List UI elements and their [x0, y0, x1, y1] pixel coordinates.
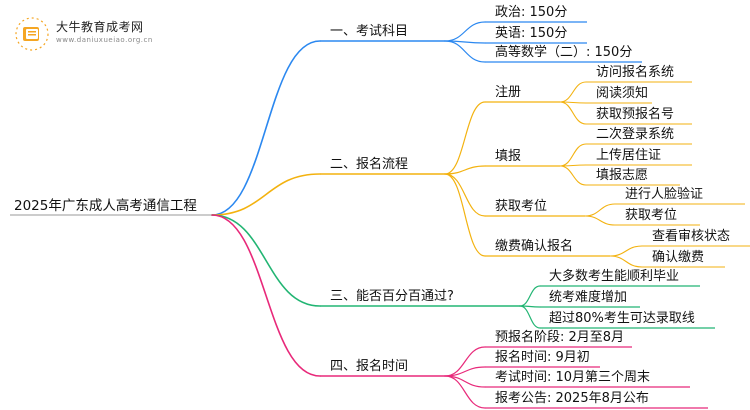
- leaf-announcement: 报考公告: 2025年8月公布: [495, 391, 649, 406]
- branch-pass-rate: 三、能否百分百通过?: [330, 289, 454, 304]
- subtopic-pay-confirm: 缴费确认报名: [495, 239, 574, 254]
- root-to-branch-3: [211, 214, 321, 307]
- logo-url: www.daniuxueiao.org.cn: [56, 36, 153, 44]
- root-topic: 2025年广东成人高考通信工程: [14, 198, 197, 214]
- leaf-math: 高等数学（二）: 150分: [495, 45, 633, 60]
- site-logo: 大牛教育成考网 www.daniuxueiao.org.cn: [14, 14, 204, 54]
- branch-registration-time: 四、报名时间: [330, 359, 409, 374]
- branch-2-to-sub-3: [444, 173, 486, 217]
- sub-4-to-leaf-1: [609, 245, 643, 257]
- sub-1-to-leaf-1: [559, 81, 587, 103]
- leaf-reg-time: 报名时间: 9月初: [495, 350, 590, 365]
- leaf-over-80-percent: 超过80%考生可达录取线: [549, 311, 695, 326]
- branch-registration-process: 二、报名流程: [330, 157, 409, 172]
- sub-3-to-leaf-2: [584, 215, 616, 226]
- branch-1-to-leaf-3: [444, 40, 486, 63]
- logo-name: 大牛教育成考网: [56, 20, 144, 34]
- branch-3-to-leaf-3: [519, 305, 541, 329]
- leaf-exam-harder: 统考难度增加: [549, 290, 628, 305]
- leaf-get-seat: 获取考位: [625, 208, 678, 223]
- leaf-fill-preferences: 填报志愿: [596, 168, 649, 183]
- sub-3-to-leaf-1: [584, 203, 616, 217]
- leaf-prereg-stage: 预报名阶段: 2月至8月: [495, 330, 625, 345]
- branch-1-to-leaf-1: [444, 21, 486, 42]
- branch-exam-subjects: 一、考试科目: [330, 24, 409, 39]
- subtopic-fill-in: 填报: [495, 149, 522, 164]
- subtopic-get-seat: 获取考位: [495, 199, 548, 214]
- branch-2-to-sub-4: [444, 173, 486, 257]
- leaf-visit-system: 访问报名系统: [596, 65, 675, 80]
- sub-2-to-leaf-1: [559, 143, 587, 167]
- sub-4-to-leaf-2: [609, 255, 643, 268]
- leaf-second-login: 二次登录系统: [596, 127, 675, 142]
- book-icon: [15, 17, 49, 51]
- root-to-branch-4: [211, 214, 321, 377]
- leaf-read-notice: 阅读须知: [596, 86, 649, 101]
- leaf-confirm-payment: 确认缴费: [652, 250, 705, 265]
- leaf-upload-residence: 上传居住证: [596, 148, 662, 163]
- root-to-branch-2: [211, 173, 321, 216]
- branch-3-to-leaf-1: [519, 285, 541, 307]
- leaf-politics: 政治: 150分: [495, 5, 568, 20]
- sub-1-to-leaf-3: [559, 101, 587, 125]
- branch-2-to-sub-1: [444, 101, 486, 175]
- leaf-english: 英语: 150分: [495, 26, 568, 41]
- leaf-get-prereg-number: 获取预报名号: [596, 107, 675, 122]
- leaf-exam-time: 考试时间: 10月第三个周末: [495, 370, 651, 385]
- branch-4-to-leaf-4: [444, 375, 486, 409]
- leaf-face-verify: 进行人脸验证: [625, 187, 704, 202]
- sub-2-to-leaf-3: [559, 165, 587, 186]
- root-to-branch-1: [211, 40, 321, 216]
- leaf-check-status: 查看审核状态: [652, 229, 731, 244]
- branch-2-to-sub-2: [444, 165, 486, 175]
- leaf-most-graduate: 大多数考生能顺利毕业: [549, 269, 680, 284]
- subtopic-register: 注册: [495, 85, 522, 100]
